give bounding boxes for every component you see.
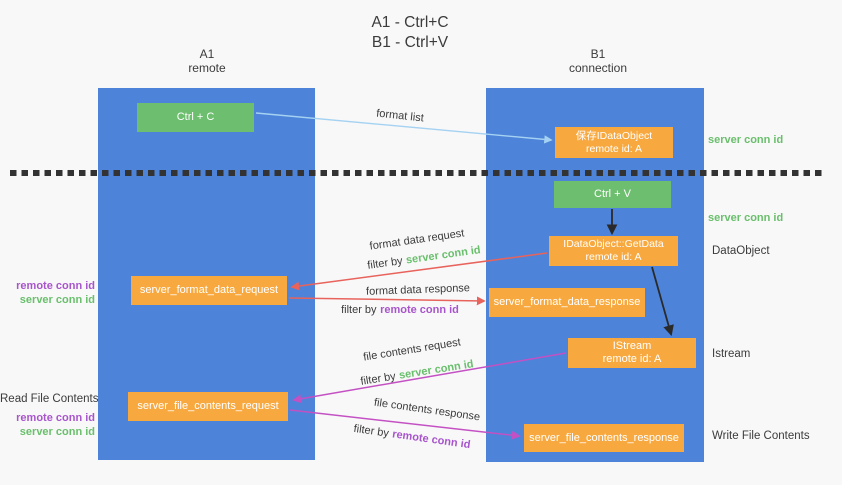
server-conn-id-text: server conn id — [398, 358, 475, 382]
save-idataobject-line2: remote id: A — [585, 142, 643, 155]
save-idataobject-line1: 保存IDataObject — [575, 129, 653, 142]
server-conn-id-text: server conn id — [405, 244, 482, 267]
remote-conn-id-annotation: remote conn id — [16, 280, 95, 292]
lifeline-b1-role: connection — [568, 61, 628, 75]
server-format-data-response-label: server_format_data_response — [493, 296, 641, 308]
istream-line2: remote id: A — [602, 353, 662, 365]
server-file-contents-request-box: server_file_contents_request — [128, 392, 288, 421]
lifeline-a1-name: A1 — [199, 47, 215, 61]
ctrl-c-action-box: Ctrl + C — [137, 103, 254, 132]
format-data-response-label: format data response — [365, 282, 471, 298]
ctrl-v-action-box: Ctrl + V — [554, 181, 671, 208]
lifeline-header-b1: B1 connection — [538, 47, 658, 75]
remote-conn-id-text: remote conn id — [391, 428, 472, 452]
diagram-title: A1 - Ctrl+C B1 - Ctrl+V — [320, 13, 500, 53]
server-conn-id-annotation-top: server conn id — [708, 134, 784, 146]
format-list-label: format list — [375, 107, 425, 125]
diagram-title-line2: B1 - Ctrl+V — [371, 34, 449, 51]
istream-annotation: Istream — [712, 348, 751, 360]
filter-by-text: filter by — [359, 370, 397, 388]
lifeline-header-a1: A1 remote — [147, 47, 267, 75]
session-divider-dotted-line — [10, 170, 825, 176]
idataobject-getdata-line1: IDataObject::GetData — [563, 238, 664, 250]
remote-conn-id-annotation: remote conn id — [16, 412, 95, 424]
filter-by-text: filter by — [341, 304, 377, 316]
filter-by-text: filter by — [352, 422, 390, 440]
istream-box: IStream remote id: A — [568, 338, 696, 368]
server-conn-id-annotation: server conn id — [19, 294, 95, 306]
ctrl-c-label: Ctrl + C — [176, 111, 215, 123]
diagram-title-line1: A1 - Ctrl+C — [371, 14, 449, 31]
server-format-data-response-box: server_format_data_response — [489, 288, 645, 317]
server-format-data-request-box: server_format_data_request — [131, 276, 287, 305]
save-idataobject-box: 保存IDataObject remote id: A — [555, 127, 673, 158]
remote-conn-id-text: remote conn id — [380, 304, 459, 316]
ctrl-v-label: Ctrl + V — [594, 188, 631, 200]
server-file-contents-response-box: server_file_contents_response — [524, 424, 684, 452]
file-request-conn-ids: Read File Contents remote conn id server… — [0, 392, 99, 439]
server-file-contents-request-label: server_file_contents_request — [137, 400, 279, 412]
write-file-contents-annotation: Write File Contents — [712, 430, 810, 442]
file-contents-response-label: file contents response — [373, 396, 481, 424]
lifeline-a1-role: remote — [188, 61, 226, 75]
istream-line1: IStream — [612, 340, 652, 352]
file-contents-request-label: file contents request — [362, 336, 462, 364]
server-file-contents-response-label: server_file_contents_response — [529, 431, 679, 444]
server-conn-id-annotation: server conn id — [19, 426, 95, 438]
server-format-data-request-label: server_format_data_request — [139, 284, 279, 296]
format-data-response-arrow — [288, 296, 486, 306]
read-file-contents-annotation: Read File Contents — [0, 393, 99, 405]
format-request-conn-ids: remote conn id server conn id — [0, 279, 95, 307]
lifeline-b1-name: B1 — [590, 47, 606, 61]
idataobject-getdata-line2: remote id: A — [585, 251, 642, 263]
idataobject-getdata-box: IDataObject::GetData remote id: A — [549, 236, 678, 266]
filter-by-text: filter by — [366, 255, 404, 272]
server-conn-id-annotation-mid: server conn id — [708, 212, 784, 224]
dataobject-annotation: DataObject — [712, 245, 770, 257]
